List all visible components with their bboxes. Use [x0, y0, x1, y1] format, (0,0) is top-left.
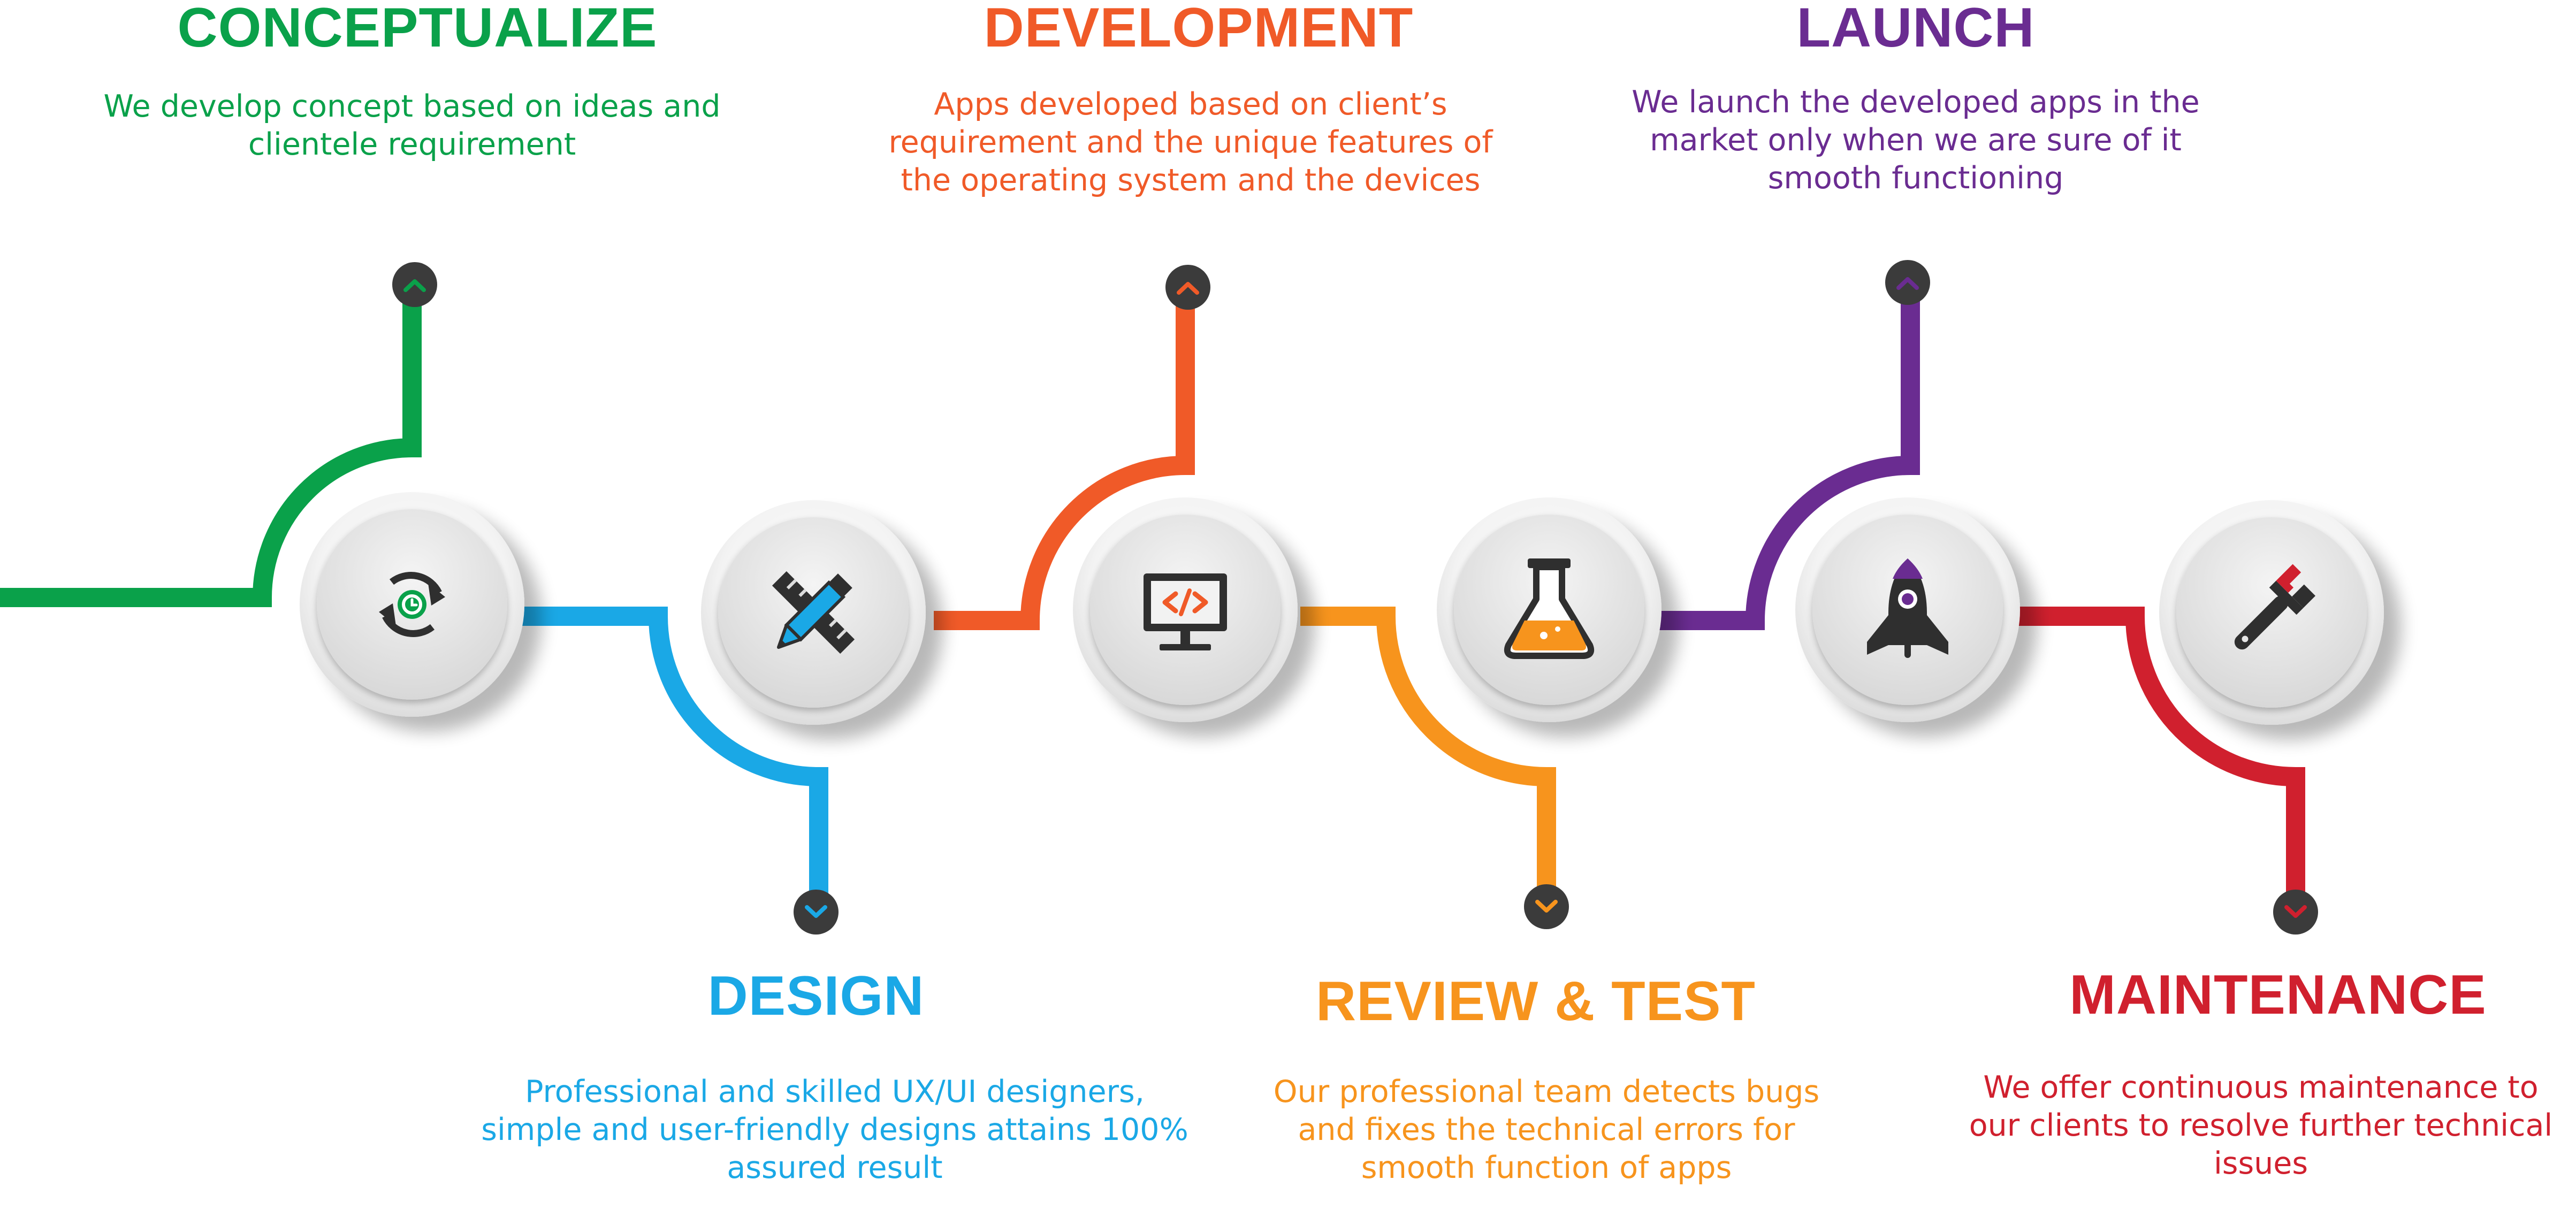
code-monitor-icon [1144, 573, 1227, 650]
description-line: We launch the developed apps in the [1632, 85, 2200, 120]
description-line: We offer continuous maintenance to [1983, 1070, 2539, 1105]
stage-title-development: DEVELOPMENT [984, 0, 1414, 59]
node-dot-conceptualize [392, 262, 437, 307]
description-line: and fixes the technical errors for [1298, 1112, 1795, 1147]
node-dot-development [1165, 265, 1210, 310]
description-line: the operating system and the devices [901, 163, 1481, 198]
description-line: market only when we are sure of it [1650, 122, 2182, 158]
description-line: smooth function of apps [1361, 1150, 1732, 1185]
stage-disc-design [701, 500, 926, 725]
connector-line-design [519, 607, 828, 912]
stage-description-review-test: Our professional team detects bugs and f… [1231, 1073, 1862, 1187]
stage-disc-conceptualize [300, 492, 524, 717]
rocket-icon [1867, 558, 1948, 658]
stage-title-conceptualize: CONCEPTUALIZE [177, 0, 658, 59]
connector-line-launch [1659, 282, 1920, 630]
description-line: clientele requirement [248, 127, 576, 162]
cycle-arrows-icon [379, 572, 445, 637]
stage-title-maintenance: MAINTENANCE [2069, 964, 2487, 1026]
description-line: We develop concept based on ideas and [103, 89, 721, 124]
lab-flask-icon [1504, 558, 1595, 659]
stage-description-development: Apps developed based on client’s require… [835, 86, 1546, 200]
connector-line-development [934, 285, 1195, 630]
node-dot-maintenance [2273, 890, 2318, 935]
stage-title-design: DESIGN [707, 965, 925, 1027]
description-line: issues [2213, 1146, 2308, 1181]
node-dot-design [794, 890, 839, 935]
stage-disc-maintenance [2159, 500, 2384, 725]
stage-disc-launch [1795, 497, 2020, 722]
description-line: our clients to resolve further technical [1969, 1108, 2553, 1143]
description-line: Professional and skilled UX/UI designers… [525, 1074, 1145, 1109]
stage-description-maintenance: We offer continuous maintenance to our c… [1948, 1069, 2574, 1183]
stage-description-conceptualize: We develop concept based on ideas and cl… [59, 88, 765, 164]
stage-disc-development [1073, 497, 1298, 722]
stage-disc-review-test [1437, 497, 1662, 722]
stage-description-design: Professional and skilled UX/UI designers… [455, 1073, 1215, 1187]
description-line: assured result [727, 1150, 943, 1185]
description-line: simple and user-friendly designs attains… [481, 1112, 1188, 1147]
stage-title-launch: LAUNCH [1796, 0, 2035, 59]
connector-line-review-test [1300, 607, 1556, 908]
node-dot-review-test [1524, 884, 1569, 929]
node-dot-launch [1885, 260, 1930, 305]
connector-line-conceptualize [0, 285, 422, 607]
description-line: requirement and the unique features of [888, 125, 1493, 160]
wrench-icon [2234, 564, 2316, 650]
pencil-ruler-icon [772, 571, 855, 654]
description-line: smooth functioning [1767, 160, 2064, 196]
description-line: Apps developed based on client’s [934, 87, 1447, 122]
connector-line-maintenance [2012, 607, 2305, 912]
stage-description-launch: We launch the developed apps in the mark… [1568, 83, 2263, 197]
stage-title-review-test: REVIEW & TEST [1316, 970, 1756, 1032]
description-line: Our professional team detects bugs [1273, 1074, 1820, 1109]
